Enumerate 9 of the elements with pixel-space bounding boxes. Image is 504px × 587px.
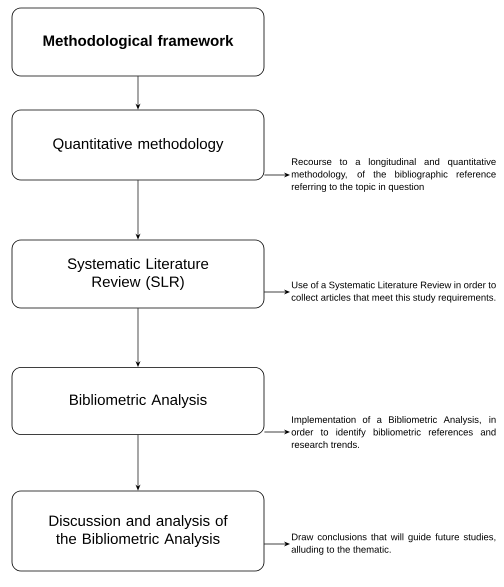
description-text: Use of a Systematic Literature Review in order to collect articles that meet this study requirements. xyxy=(292,281,496,303)
process-box: Quantitative methodology xyxy=(12,110,264,180)
process-box: Discussion and analysis of the Bibliometric Analysis xyxy=(12,490,264,572)
process-box: Methodological framework xyxy=(12,8,264,76)
description-text: Draw conclusions that will guide future studies, alluding to the thematic. xyxy=(292,533,496,555)
description-text: Recourse to a longitudinal and quantitative methodology, of the bibliographic reference referring to the topic in question xyxy=(292,158,496,192)
process-box: Systematic Literature Review (SLR) xyxy=(12,240,264,308)
description-text: Implementation of a Bibliometric Analysis, in order to identify bibliometric references and research trends. xyxy=(292,416,496,448)
process-box: Bibliometric Analysis xyxy=(12,367,264,435)
